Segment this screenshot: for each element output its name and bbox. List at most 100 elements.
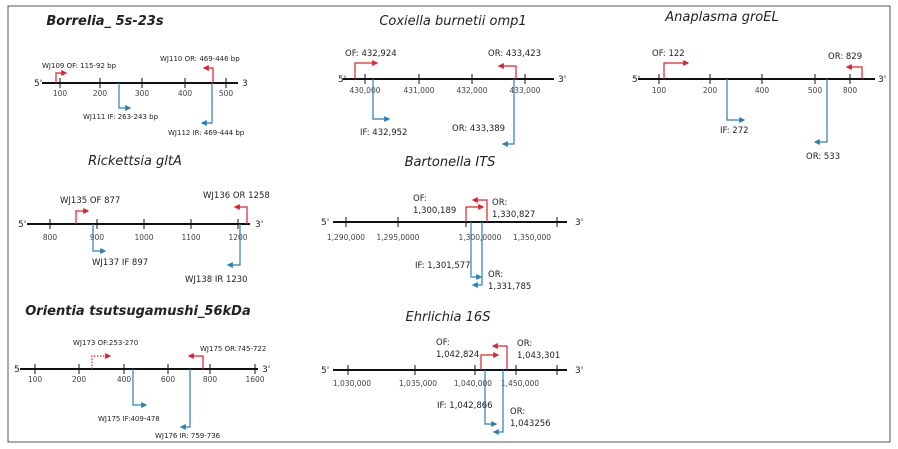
panel-title: Coxiella burnetii omp1 xyxy=(379,14,526,29)
primer-arrow-or xyxy=(233,204,248,224)
panel-title: Ehrlichia 16S xyxy=(406,310,491,325)
primer-label-or: WJ136 OR 1258 xyxy=(203,191,270,201)
panel-title: Bartonella ITS xyxy=(405,155,496,170)
primer-label-or: 1,330,827 xyxy=(492,210,535,220)
five-prime-label: 5' xyxy=(338,75,346,85)
primer-label-of: OF: 122 xyxy=(652,49,685,59)
primer-label-of: 1,042,824 xyxy=(436,350,479,360)
primer-label-or: OR: xyxy=(492,198,507,208)
primer-label-or: OR: xyxy=(517,339,532,349)
primer-arrow-of xyxy=(55,70,68,83)
primer-arrow-ir xyxy=(200,83,213,126)
tick-label: 800 xyxy=(43,233,58,242)
tick-label: 1,295,0000 xyxy=(377,233,420,242)
primer-label-ir: OR: xyxy=(510,407,525,417)
five-prime-label: 5' xyxy=(34,79,42,89)
primer-label-ir: WJ112 IR: 469-444 bp xyxy=(168,129,245,137)
panel-anaplasma: Anaplasma groEL 5' 3' 100 200 400 500 800 OF: 12… xyxy=(632,10,886,162)
primer-arrow-or xyxy=(187,353,204,369)
tick-label: 1,035,000 xyxy=(399,379,437,388)
three-prime-label: 3' xyxy=(575,218,583,228)
primer-arrow-if xyxy=(92,224,107,254)
primer-arrow-ir xyxy=(492,370,504,435)
primer-label-of: WJ109 OF: 115-92 bp xyxy=(42,62,117,70)
tick-label: 1,030,000 xyxy=(333,379,371,388)
primer-arrow-ir xyxy=(501,79,515,147)
tick-label: 300 xyxy=(135,89,150,98)
primer-arrow-of xyxy=(465,204,485,222)
primer-arrow-of xyxy=(354,60,379,79)
primer-label-or: 1,043,301 xyxy=(517,351,560,361)
tick-label: 433,000 xyxy=(509,86,540,95)
tick-label: 900 xyxy=(90,233,105,242)
three-prime-label: 3 xyxy=(242,79,248,89)
primer-arrow-or xyxy=(845,64,863,79)
panel-title: Orientia tsutsugamushi_56kDa xyxy=(25,304,251,319)
primer-label-ir: 1,331,785 xyxy=(488,282,531,292)
five-prime-label: 5' xyxy=(321,366,329,376)
tick-label: 600 xyxy=(161,375,176,384)
tick-label: 500 xyxy=(219,89,234,98)
primer-arrow-of xyxy=(663,60,690,79)
tick-label: 500 xyxy=(808,86,823,95)
primer-arrow-if xyxy=(470,222,483,280)
primer-label-of: WJ173 OF:253-270 xyxy=(73,339,138,347)
tick-label: 1,290,000 xyxy=(327,233,365,242)
tick-label: 200 xyxy=(72,375,87,384)
primer-label-ir: WJ138 IR 1230 xyxy=(185,275,248,285)
tick-label: 100 xyxy=(53,89,68,98)
primer-label-of: WJ135 OF 877 xyxy=(60,196,120,206)
three-prime-label: 3' xyxy=(558,75,566,85)
primer-arrow-if xyxy=(484,370,498,427)
panel-title: Anaplasma groEL xyxy=(664,10,778,25)
tick-label: 400 xyxy=(755,86,770,95)
primer-label-if: IF: 1,042,866 xyxy=(437,401,493,411)
five-prime-label: 5' xyxy=(321,218,329,228)
panel-bartonella: Bartonella ITS 5' 3' 1,290,000 1,295,0000 1,3… xyxy=(321,155,583,292)
tick-label: 1,350,000 xyxy=(513,233,551,242)
primer-label-or: OR: 433,423 xyxy=(488,49,541,59)
tick-label: 200 xyxy=(703,86,718,95)
tick-label: 1100 xyxy=(181,233,200,242)
primer-arrow-or xyxy=(491,343,508,370)
three-prime-label: 3' xyxy=(575,366,583,376)
primer-label-if: IF: 1,301,577 xyxy=(415,261,471,271)
five-prime-label: 5' xyxy=(632,75,640,85)
primer-label-if: IF: 272 xyxy=(720,126,749,136)
tick-label: 1200 xyxy=(228,233,247,242)
primer-arrow-ir xyxy=(471,222,483,288)
primer-label-if: WJ137 IF 897 xyxy=(92,258,148,268)
five-prime-label: 5' xyxy=(18,220,26,230)
primer-arrow-or xyxy=(471,197,488,222)
panel-title: Rickettsia gltA xyxy=(88,154,182,169)
tick-label: 100 xyxy=(28,375,43,384)
three-prime-label: 3' xyxy=(255,220,263,230)
tick-label: 1,300,0000 xyxy=(459,233,502,242)
primer-label-if: IF: 432,952 xyxy=(360,128,407,138)
panel-title: Borrelia_ 5s-23s xyxy=(46,14,163,29)
primer-arrow-if xyxy=(132,369,148,408)
primer-label-ir: OR: 533 xyxy=(806,152,840,162)
primer-arrow-if xyxy=(372,79,391,122)
tick-label: 432,000 xyxy=(456,86,487,95)
tick-label: 200 xyxy=(93,89,108,98)
primer-label-or: OR: 829 xyxy=(828,52,862,62)
three-prime-label: 3' xyxy=(262,365,270,375)
primer-label-if: WJ111 IF: 263-243 bp xyxy=(83,113,159,121)
primer-label-or: WJ175 OR:745-722 xyxy=(200,345,266,353)
primer-label-of: OF: xyxy=(436,338,450,348)
primer-label-ir: WJ176 IR: 759-736 xyxy=(155,432,221,440)
tick-label: 1,450,000 xyxy=(501,379,539,388)
tick-label: 400 xyxy=(117,375,132,384)
primer-arrow-ir xyxy=(813,79,828,145)
primer-label-ir: OR: xyxy=(488,270,503,280)
primer-arrow-or xyxy=(497,63,517,79)
tick-label: 800 xyxy=(843,86,858,95)
primer-arrow-of xyxy=(75,208,90,224)
tick-label: 100 xyxy=(652,86,667,95)
three-prime-label: 3' xyxy=(878,75,886,85)
